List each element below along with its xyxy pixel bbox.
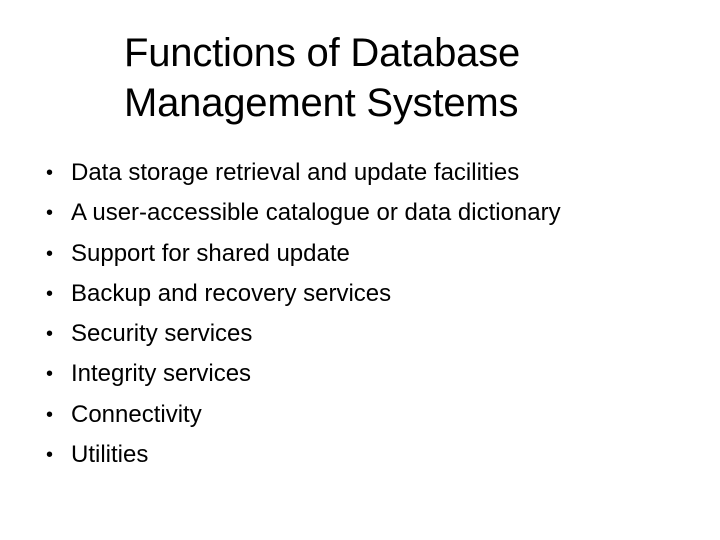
bullet-item: • Backup and recovery services <box>44 274 561 314</box>
bullet-icon: • <box>46 363 54 386</box>
bullet-item: • Integrity services <box>44 354 561 394</box>
bullet-text: Support for shared update <box>71 239 350 267</box>
bullet-text: Security services <box>71 320 253 348</box>
bullet-icon: • <box>46 403 54 426</box>
title-line-2: Management Systems <box>124 81 519 125</box>
bullet-text: Integrity services <box>71 360 252 388</box>
title-line-1: Functions of Database <box>124 31 521 75</box>
bullet-text: Connectivity <box>71 400 202 428</box>
bullet-text: Utilities <box>71 441 149 469</box>
bullet-item: • Data storage retrieval and update faci… <box>44 153 561 193</box>
bullet-text: Data storage retrieval and update facili… <box>71 159 520 186</box>
bullet-icon: • <box>46 202 54 225</box>
bullet-list: • Data storage retrieval and update faci… <box>44 153 561 475</box>
bullet-item: • Support for shared update <box>44 234 561 274</box>
bullet-icon: • <box>46 444 54 467</box>
bullet-icon: • <box>46 282 54 305</box>
slide-title: Functions of Database Management Systems <box>124 28 644 128</box>
bullet-item: • Connectivity <box>44 395 561 435</box>
bullet-item: • A user-accessible catalogue or data di… <box>44 193 561 233</box>
bullet-item: • Security services <box>44 314 561 354</box>
bullet-icon: • <box>46 323 54 346</box>
bullet-icon: • <box>46 162 54 184</box>
bullet-text: A user-accessible catalogue or data dict… <box>71 199 561 227</box>
bullet-item: • Utilities <box>44 435 561 475</box>
bullet-icon: • <box>46 242 54 265</box>
bullet-text: Backup and recovery services <box>71 279 392 307</box>
